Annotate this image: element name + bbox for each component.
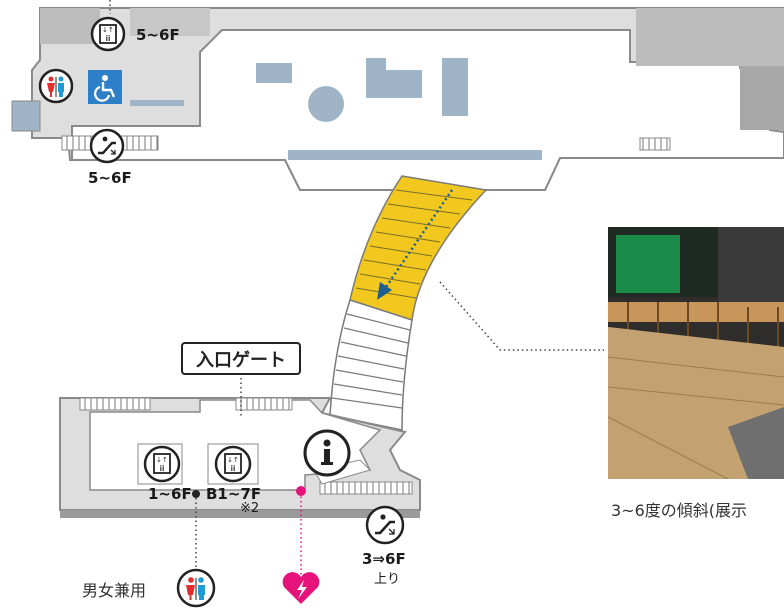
entrance-gate-sign: 入口ゲート — [181, 342, 301, 375]
top-escalator-floors-label: 5~6F — [88, 169, 132, 187]
svg-text:ⅲ: ⅲ — [230, 464, 235, 473]
elevator-icon[interactable]: ↓↑ ⅲ — [143, 445, 181, 483]
elevator-icon[interactable]: ↓↑ ⅲ — [214, 445, 252, 483]
top-elevator-floors-label: 5~6F — [136, 26, 180, 44]
connector-lines — [109, 0, 604, 570]
escalator-icon[interactable] — [365, 505, 405, 545]
info-icon[interactable] — [303, 429, 351, 477]
upper-floor-area — [11, 7, 784, 191]
svg-text:↓↑: ↓↑ — [102, 26, 114, 34]
svg-text:ⅲ: ⅲ — [105, 34, 110, 43]
ramp-slope — [329, 175, 488, 431]
escalator-direction-label: 上り — [374, 572, 401, 587]
elevator-icon[interactable]: ↓↑ ⅲ — [90, 16, 126, 52]
escalator-icon[interactable] — [89, 128, 125, 164]
restroom-label: 男女兼用 — [82, 581, 147, 600]
restroom-icon[interactable] — [38, 68, 74, 104]
elevator-b-note: ※2 — [240, 501, 260, 516]
aed-heart-icon[interactable] — [282, 572, 320, 604]
slope-caption: 3~6度の傾斜(展示 — [611, 501, 748, 520]
wheelchair-icon[interactable] — [88, 70, 122, 104]
svg-text:↓↑: ↓↑ — [156, 456, 168, 464]
slope-photo — [608, 227, 784, 479]
svg-text:↓↑: ↓↑ — [227, 456, 239, 464]
elevator-b-floors-label: B1~7F — [206, 485, 262, 503]
display-blocks — [130, 58, 542, 160]
svg-text:ⅲ: ⅲ — [159, 464, 164, 473]
elevator-a-floors-label: 1~6F — [148, 485, 192, 503]
route-arrow-icon — [377, 282, 392, 300]
escalator-floors-label: 3⇒6F — [362, 550, 406, 568]
restroom-icon[interactable] — [176, 568, 216, 608]
